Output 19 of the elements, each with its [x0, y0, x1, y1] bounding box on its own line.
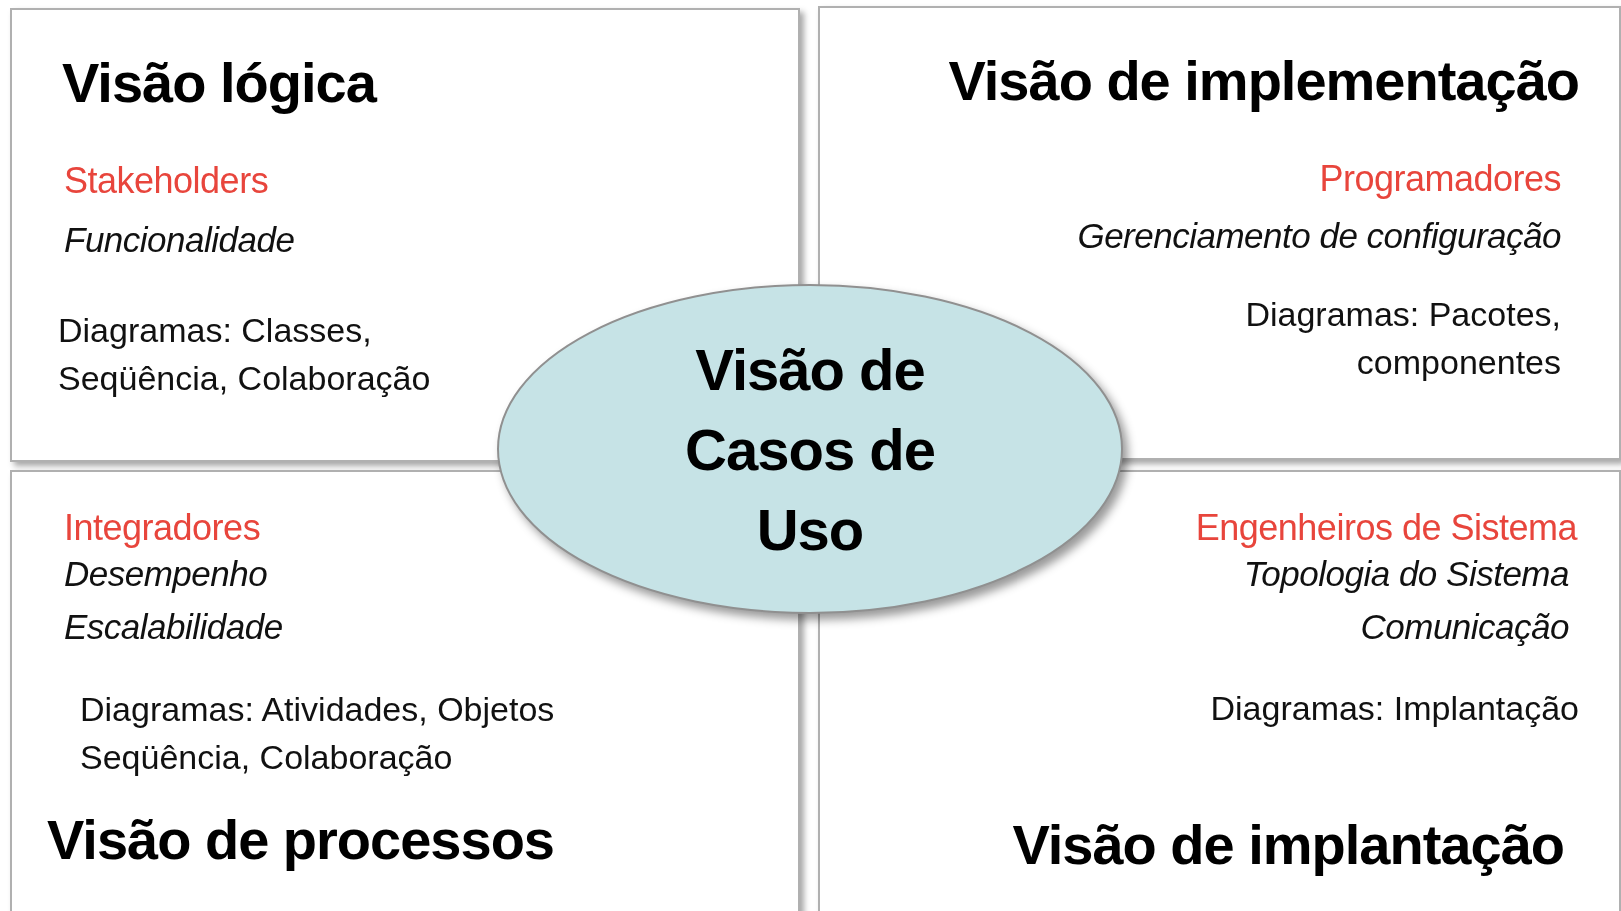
stakeholder-label: Programadores — [1319, 158, 1561, 200]
diagram-list: Diagramas: Classes, Seqüência, Colaboração — [58, 306, 528, 402]
concern-text: Desempenho — [64, 554, 268, 594]
view-title: Visão de processos — [47, 807, 554, 872]
diagram-list: Diagramas: Atividades, Objetos Seqüência, Colaboração — [80, 685, 700, 781]
diagram-list: Diagramas: Implantação — [1059, 684, 1579, 732]
view-title: Visão de implantação — [1012, 812, 1564, 877]
concern-text: Comunicação — [1360, 607, 1569, 647]
view-title: Visão de Casos de Uso — [684, 335, 936, 564]
view-title: Visão lógica — [62, 50, 376, 115]
concern-text: Escalabilidade — [64, 607, 283, 647]
stakeholder-label: Stakeholders — [64, 160, 269, 202]
concern-text: Topologia do Sistema — [1243, 554, 1569, 594]
diagram-list: Diagramas: Pacotes, componentes — [1141, 290, 1561, 386]
stakeholder-label: Engenheiros de Sistema — [1195, 507, 1577, 549]
concern-text: Gerenciamento de configuração — [1077, 216, 1561, 256]
stakeholder-label: Integradores — [64, 507, 261, 549]
view-title: Visão de implementação — [948, 48, 1579, 113]
concern-text: Funcionalidade — [64, 220, 295, 260]
